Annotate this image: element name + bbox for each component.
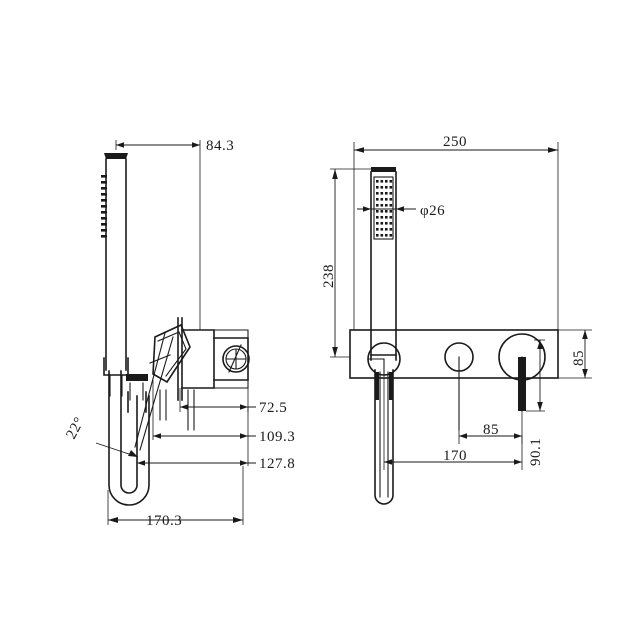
arrow-bottom-901 (537, 402, 543, 411)
arrow-in-left-phi26 (363, 206, 371, 212)
dimension-127-8: 127.8 (136, 407, 295, 472)
handle-lever-hint (228, 344, 242, 373)
arrow-right-84 (192, 142, 200, 148)
shower-head-cap-front (371, 167, 396, 172)
spray-hole-grid-front (376, 180, 393, 237)
dim-label-85-vertical: 85 (571, 350, 587, 366)
arrow-top-85v (582, 330, 588, 339)
hose-shank (127, 391, 147, 413)
arrow-left-109 (153, 433, 161, 439)
valve-body-rect (181, 329, 215, 389)
side-elevation-view: 84.3 72.5 109.3 127.8 (63, 138, 295, 529)
dim-label-90-1: 90.1 (528, 438, 544, 466)
dim-label-109-3: 109.3 (259, 429, 295, 445)
shower-hose-front (374, 369, 394, 505)
front-elevation-view: 250 φ26 238 85 (321, 134, 592, 505)
arrow-right-72 (240, 404, 248, 410)
dimension-85-vertical: 85 (558, 329, 592, 379)
arrow-top-238 (332, 169, 338, 179)
hose-inner-loop (120, 370, 138, 494)
hose-front-outline (374, 369, 394, 505)
dim-label-84-3: 84.3 (206, 138, 234, 154)
arrow-in-right-phi26 (396, 206, 404, 212)
arrow-left-170 (108, 517, 118, 523)
mounting-plate-front (349, 329, 559, 379)
wall-plate-side (177, 317, 215, 401)
dimension-250: 250 (353, 134, 559, 330)
dim-label-170: 170 (443, 448, 467, 464)
dimension-170: 170 (383, 375, 523, 470)
diverter-shank (159, 389, 167, 421)
dimension-85-horizontal: 85 (458, 371, 523, 444)
arrow-left-84 (116, 142, 124, 148)
arrow-left-170f (384, 459, 392, 465)
arrow-bottom-85v (582, 369, 588, 378)
shower-body-front (370, 171, 397, 361)
dim-label-22-degrees: 22° (63, 415, 88, 442)
outlet-shank (187, 389, 195, 431)
hand-shower-front (370, 167, 397, 361)
handle-shroud-bottom (213, 379, 249, 389)
dimension-170-3: 170.3 (107, 466, 244, 529)
dim-label-170-3: 170.3 (146, 513, 182, 529)
arrow-right-85h (514, 433, 522, 439)
arrow-right-127 (240, 460, 248, 466)
holder-angle-ray (134, 332, 166, 448)
dimension-72-5: 72.5 (179, 388, 287, 416)
hose-connector-body (129, 382, 144, 401)
dim-label-85-horizontal: 85 (483, 422, 499, 438)
holder-body (152, 323, 191, 384)
hose-front-shadow-right (389, 372, 393, 400)
dimension-84-3: 84.3 (115, 138, 234, 330)
dim-label-phi-26: φ26 (420, 203, 445, 219)
dimension-22-degrees: 22° (63, 415, 139, 458)
holder-ring-cross (367, 358, 385, 376)
holder-angle-ray-2 (139, 336, 174, 451)
hose-front-shadow-left (375, 372, 379, 400)
dim-label-72-5: 72.5 (259, 400, 287, 416)
arrow-left-72 (180, 404, 188, 410)
arrow-top-901 (537, 340, 543, 349)
hose-outer-loop (108, 370, 150, 506)
hose-nut (109, 374, 123, 397)
dimension-phi-26: φ26 (357, 203, 445, 219)
plate-rect (349, 329, 559, 379)
arrow-left-127 (137, 460, 145, 466)
spray-holes-side (101, 175, 107, 238)
arrow-right-250 (548, 147, 558, 153)
arrow-bottom-238 (332, 347, 338, 357)
mixer-handle-side (213, 329, 250, 389)
dim-label-127-8: 127.8 (259, 456, 295, 472)
arrow-right-170f (514, 459, 522, 465)
mixer-handle-front (498, 333, 546, 412)
holder-seat-line (149, 354, 171, 364)
shower-handle-cuff (103, 357, 129, 376)
dim-label-238: 238 (321, 264, 337, 288)
dimension-238: 238 (321, 168, 371, 358)
arrow-right-170 (233, 517, 243, 523)
diverter-stub-side (159, 389, 195, 431)
dimension-90-1: 90.1 (526, 339, 545, 466)
shower-head-cap (104, 153, 128, 159)
handle-cross (226, 348, 246, 370)
hose-connector-collar (126, 374, 148, 381)
handle-circle-outer (222, 345, 250, 373)
hose-front-inner (379, 371, 389, 498)
arrow-right-109 (240, 433, 248, 439)
spray-face-front (373, 176, 394, 240)
dim-label-250: 250 (443, 134, 467, 150)
shower-body-outline (105, 158, 127, 371)
hand-shower-side-profile (101, 153, 129, 397)
angle-leader-arrow (128, 450, 138, 457)
arrow-left-85h (459, 433, 467, 439)
dimension-109-3: 109.3 (152, 380, 295, 445)
arrow-left-250 (354, 147, 364, 153)
handle-shroud-top (213, 329, 249, 339)
shower-hose-side (108, 370, 150, 506)
